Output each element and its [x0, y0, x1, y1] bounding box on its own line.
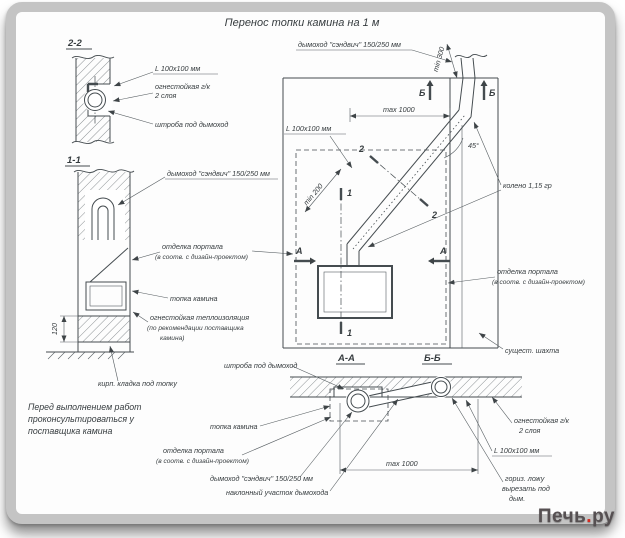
dim-max1000-bottom: max 1000 [386, 459, 418, 468]
firebox-main [317, 265, 393, 319]
pipe-section-AA [346, 389, 370, 413]
label-goriz-line3: дым. [509, 494, 525, 503]
label-angle-2-2: L 100x100 мм [155, 64, 200, 73]
label-portal-right-line2: (в соотв. с дизайн-проектом) [492, 278, 585, 286]
firebox-plan-dashed [329, 388, 389, 422]
label-angle-main: L 100x100 мм [286, 124, 331, 133]
label-gkl-bottom-line2: 2 слоя [518, 426, 540, 435]
inclined-duct-plan [367, 381, 434, 408]
label-kladka: кирп. кладка под топку [98, 379, 177, 388]
note-line1: Перед выполнением работ [28, 402, 142, 412]
dim-120: 120 [50, 323, 59, 335]
chimney-arch-outer [91, 197, 115, 240]
label-portal-left-line1: отделка портала [162, 242, 223, 251]
section-1-1-label: 1-1 [67, 155, 81, 166]
label-shtroba-bottom: штроба под дымоход [224, 361, 297, 370]
dim-max1000-top: max 1000 [383, 105, 415, 114]
cut-mark-2-bottom: 2 [431, 210, 437, 220]
label-topka-bottom: топка камина [210, 422, 258, 431]
label-goriz-line1: гориз. ложу [505, 474, 545, 483]
page-title: Перенос топки камина на 1 м [225, 17, 380, 29]
main-elevation-view: 1 1 2 2 А А Б Б max 1000 [282, 43, 499, 349]
label-gkl-2-2-line2: 2 слоя [154, 91, 176, 100]
section-2-2-callouts: L 100x100 мм огнестойкая г/к 2 слоя штро… [107, 64, 228, 129]
cut-mark-2-top: 2 [358, 144, 364, 154]
pipe-section-BB [431, 377, 451, 397]
section-1-1-callouts: дымоход "сэндвич" 150/250 мм отделка пор… [98, 169, 294, 388]
section-1-1-view: 1-1 120 [46, 155, 135, 360]
label-naklon: наклонный участок дымохода [226, 488, 328, 497]
cut-mark-A-right: А [439, 246, 447, 256]
main-view-callouts: дымоход "сэндвич" 150/250 мм L 100x100 м… [284, 40, 585, 355]
label-portal-right-line1: отделка портала [497, 267, 558, 276]
note-consult: Перед выполнением работ проконсультирова… [28, 402, 142, 436]
cut-mark-B-right: Б [489, 88, 496, 98]
label-shtroba-2-2: штроба под дымоход [155, 120, 228, 129]
section-BB-label: Б-Б [424, 353, 441, 364]
portal-outline-dashed [295, 149, 447, 345]
inclined-chimney [346, 109, 460, 245]
cut-mark-1-top: 1 [347, 188, 352, 198]
dim-45deg: 45° [468, 141, 479, 150]
section-2-2-view: 2-2 [66, 38, 115, 145]
logo-text-1: Печь [537, 506, 587, 527]
section-AA-BB-view: А-А Б-Б max 1000 [290, 353, 522, 474]
label-sandwich-top: дымоход "сэндвич" 150/250 мм [298, 40, 401, 49]
steel-angle-2-2 [86, 82, 98, 92]
firebox-1-1 [85, 281, 127, 311]
dim-min300: min 300 [431, 46, 447, 73]
label-angle-bottom: L 100x100 мм [494, 446, 539, 455]
cut-mark-B-left: Б [419, 88, 426, 98]
label-sandwich-bottom: дымоход "сэндвич" 150/250 мм [210, 474, 313, 483]
section-2-2-label: 2-2 [67, 38, 82, 49]
logo-dot-icon: . [586, 506, 593, 527]
label-shahta: сущест. шахта [505, 346, 559, 355]
section-AA-BB-callouts: штроба под дымоход топка камина отделка … [156, 361, 570, 503]
label-koleno: колено 1,15 гр [503, 181, 552, 190]
label-gkl-2-2-line1: огнестойкая г/к [155, 82, 211, 91]
chimney-arch-inner [97, 205, 109, 240]
label-insulation-line1: огнестойкая теплоизоляция [150, 313, 249, 322]
label-insulation-line2: (по рекомендации поставщика [147, 324, 244, 332]
note-line3: поставщика камина [28, 426, 113, 436]
logo-text-2: ру [592, 506, 615, 527]
pech-ru-logo: Печь.ру [538, 506, 615, 528]
label-portal-bottom-line2: (в соотв. с дизайн-проектом) [156, 457, 249, 465]
section-AA-label: А-А [337, 353, 355, 364]
label-portal-left-line2: (в соотв. с дизайн-проектом) [155, 253, 248, 261]
label-goriz-line2: вырезать под [502, 484, 550, 493]
chimney-pipe-section [84, 89, 106, 111]
dim-min200: min 200 [301, 182, 324, 207]
cut-mark-A-left: А [295, 246, 303, 256]
label-portal-bottom-line1: отделка портала [163, 446, 224, 455]
cut-mark-1-bottom: 1 [347, 328, 352, 338]
note-line2: проконсультироваться у [28, 414, 134, 424]
label-gkl-bottom-line1: огнестойкая г/к [514, 416, 570, 425]
label-topka-1-1: топка камина [170, 294, 218, 303]
label-insulation-line3: камина) [160, 335, 184, 342]
label-sandwich-1-1: дымоход "сэндвич" 150/250 мм [167, 169, 270, 178]
